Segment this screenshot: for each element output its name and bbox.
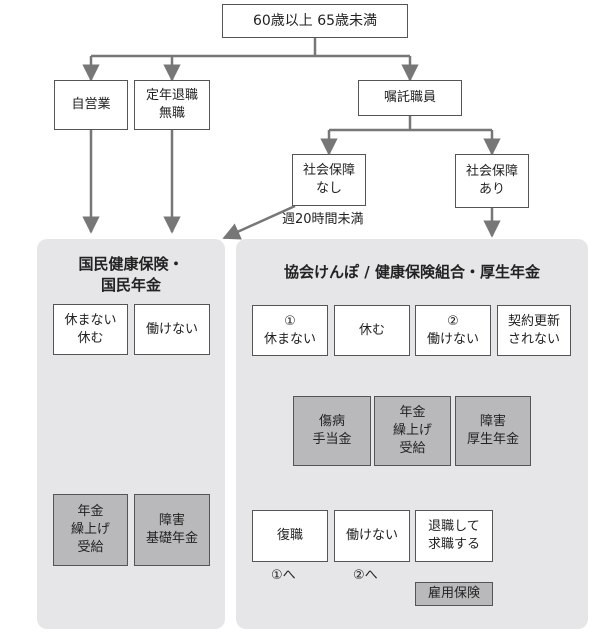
with-insurance-box: 社会保障 あり (455, 154, 529, 208)
right-leave-box: 休む (334, 305, 410, 356)
arrow-no-insurance-diag (222, 204, 296, 240)
left-work-ok-box: 休まない 休む (53, 304, 128, 355)
disability-employee-box: 障害 厚生年金 (455, 396, 531, 466)
left-panel-title: 国民健康保険・ 国民年金 (78, 255, 184, 294)
right-panel-title: 協会けんぽ / 健康保険組合・厚生年金 (284, 263, 540, 281)
goto-1-label: ①へ (271, 568, 296, 583)
right-early-pension-box: 年金 繰上げ 受給 (374, 396, 451, 466)
return-work-box: 復職 (252, 510, 328, 562)
self-employed-box: 自営業 (54, 80, 128, 130)
no-insurance-box: 社会保障 なし (292, 154, 366, 206)
right-no-leave-box: ① 休まない (252, 305, 328, 356)
unemployment-insurance-box: 雇用保険 (415, 582, 493, 606)
left-cannot-work-box: 働けない (134, 304, 210, 355)
sickness-allowance-box: 傷病 手当金 (293, 396, 371, 466)
right-cannot-work-box: ② 働けない (415, 305, 491, 356)
goto-2-label: ②へ (353, 568, 378, 583)
root-box: 60歳以上 65歳未満 (222, 4, 408, 38)
contract-box: 嘱託職員 (358, 80, 462, 116)
right-no-renewal-box: 契約更新 されない (497, 305, 571, 356)
retired-box: 定年退職 無職 (134, 80, 210, 130)
left-panel (37, 239, 225, 629)
left-disability-basic-box: 障害 基礎年金 (134, 494, 210, 566)
left-early-pension-box: 年金 繰上げ 受給 (53, 494, 128, 566)
cannot-work2-box: 働けない (334, 510, 410, 562)
under-20h-label: 週20時間未満 (282, 212, 364, 227)
retire-seek-box: 退職して 求職する (415, 510, 493, 562)
